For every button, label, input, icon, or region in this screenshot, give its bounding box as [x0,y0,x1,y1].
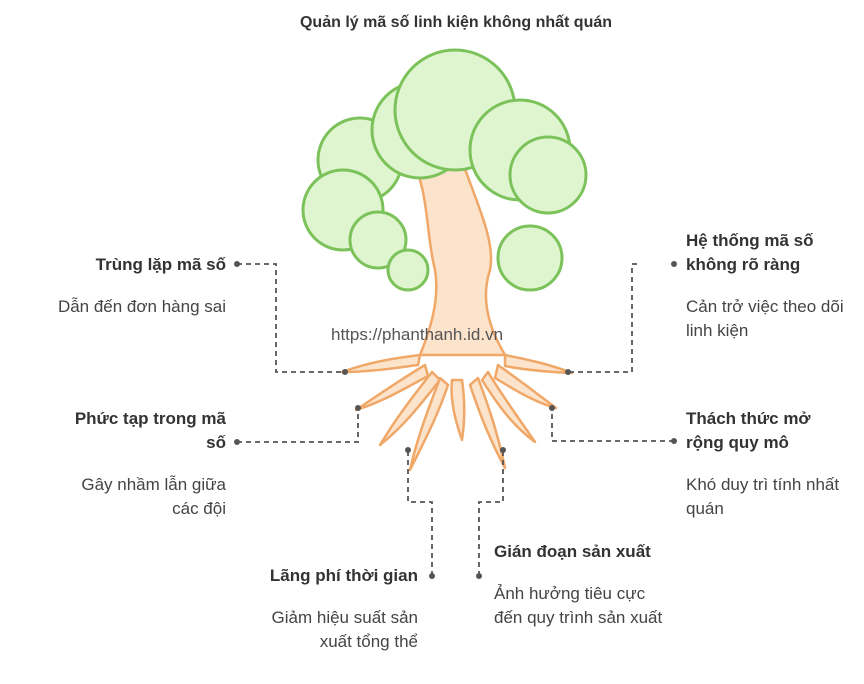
item-unclear-system: Hệ thống mã số không rõ ràng Cản trở việ… [686,229,846,343]
item-title: Gián đoạn sản xuất [494,542,651,561]
connector-lines [237,263,674,576]
item-description: Gây nhầm lẫn giữa các đội [81,475,226,518]
diagram-title: Quản lý mã số linh kiện không nhất quán [299,14,613,31]
item-description: Cản trở việc theo dõi linh kiện [686,297,844,340]
item-scaling-challenge: Thách thức mở rộng quy mô Khó duy trì tí… [686,407,846,521]
item-complexity: Phức tạp trong mã số Gây nhầm lẫn giữa c… [60,407,226,521]
item-title: Hệ thống mã số không rõ ràng [686,231,814,274]
item-description: Khó duy trì tính nhất quán [686,475,840,518]
item-time-waste: Lãng phí thời gian Giảm hiệu suất sản xu… [240,564,418,654]
item-description: Giảm hiệu suất sản xuất tổng thể [271,608,418,651]
item-title: Lãng phí thời gian [269,566,418,585]
item-production-disruption: Gián đoạn sản xuất Ảnh hưởng tiêu cực đế… [494,540,664,630]
item-description: Dẫn đến đơn hàng sai [57,297,226,316]
item-duplicate-codes: Trùng lặp mã số Dẫn đến đơn hàng sai [20,253,226,319]
item-title: Trùng lặp mã số [95,255,226,274]
item-title: Thách thức mở rộng quy mô [686,409,811,452]
item-description: Ảnh hưởng tiêu cực đến quy trình sản xuấ… [494,584,663,627]
tree-foliage [301,48,588,292]
connector-dots [234,261,677,579]
item-title: Phức tạp trong mã số [74,409,226,452]
watermark-url: https://phanthanh.id.vn [331,325,504,344]
